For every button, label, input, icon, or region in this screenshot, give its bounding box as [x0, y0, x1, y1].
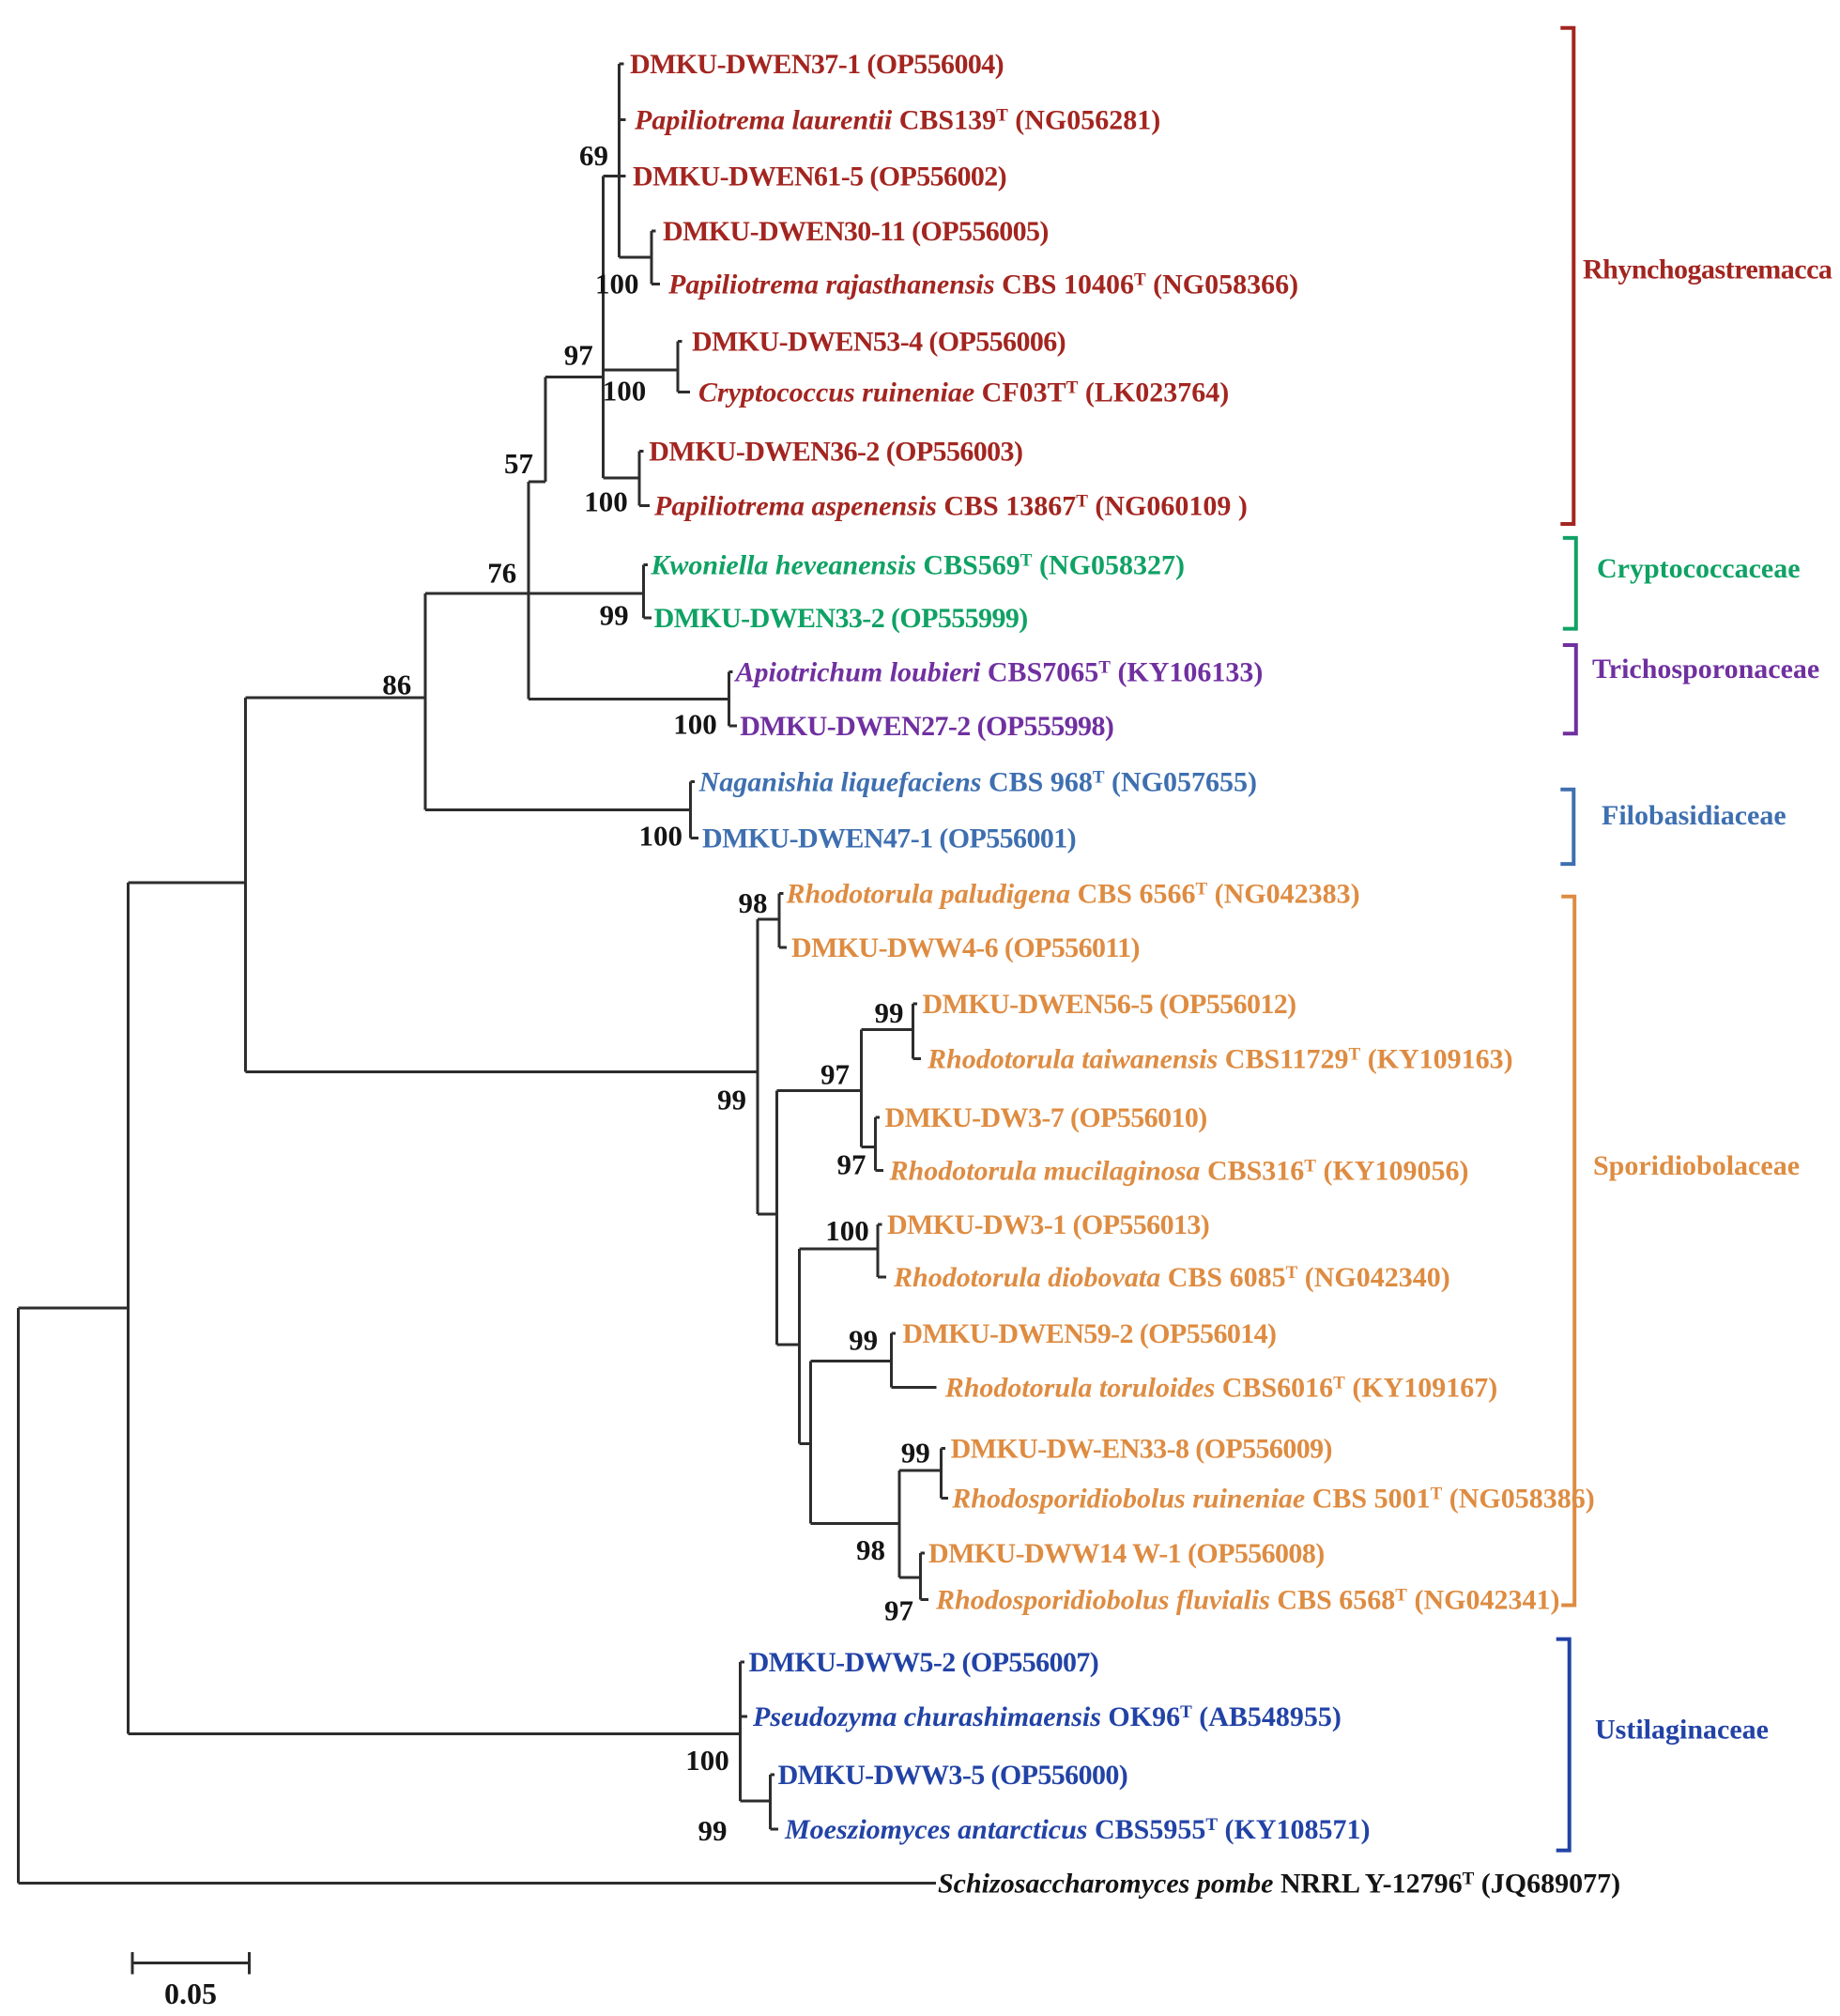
- svg-text:Papiliotrema laurentii CBS139T: Papiliotrema laurentii CBS139T (NG056281…: [634, 105, 1160, 136]
- svg-text:97: 97: [820, 1057, 850, 1090]
- svg-text:Moesziomyces antarcticus CBS59: Moesziomyces antarcticus CBS5955T (KY108…: [784, 1814, 1371, 1845]
- svg-text:DMKU-DWEN59-2 (OP556014): DMKU-DWEN59-2 (OP556014): [902, 1318, 1276, 1349]
- svg-text:100: 100: [595, 268, 639, 300]
- svg-text:100: 100: [825, 1214, 869, 1247]
- svg-text:86: 86: [382, 669, 411, 701]
- svg-text:99: 99: [717, 1083, 746, 1116]
- svg-text:DMKU-DWEN56-5 (OP556012): DMKU-DWEN56-5 (OP556012): [923, 989, 1296, 1020]
- svg-text:0.05: 0.05: [164, 1977, 217, 2010]
- svg-text:DMKU-DWW3-5 (OP556000): DMKU-DWW3-5 (OP556000): [778, 1760, 1128, 1791]
- svg-text:Rhodotorula paludigena CBS 656: Rhodotorula paludigena CBS 6566T (NG0423…: [786, 878, 1360, 909]
- svg-text:Schizosaccharomyces pombe NRRL: Schizosaccharomyces pombe NRRL Y-12796T …: [938, 1868, 1620, 1899]
- svg-text:DMKU-DWEN53-4 (OP556006): DMKU-DWEN53-4 (OP556006): [692, 326, 1066, 357]
- svg-text:Sporidiobolaceae: Sporidiobolaceae: [1593, 1150, 1800, 1181]
- svg-text:97: 97: [837, 1148, 866, 1181]
- svg-text:100: 100: [584, 485, 628, 518]
- svg-text:97: 97: [884, 1593, 913, 1626]
- svg-text:Rhodotorula mucilaginosa CBS31: Rhodotorula mucilaginosa CBS316T (KY1090…: [889, 1155, 1469, 1186]
- svg-text:Papiliotrema rajasthanensis CB: Papiliotrema rajasthanensis CBS 10406T (…: [667, 269, 1298, 300]
- svg-text:Rhodotorula diobovata CBS 6085: Rhodotorula diobovata CBS 6085T (NG04234…: [893, 1262, 1450, 1293]
- svg-text:100: 100: [639, 819, 683, 852]
- svg-text:99: 99: [698, 1814, 728, 1847]
- svg-text:DMKU-DWEN27-2 (OP555998): DMKU-DWEN27-2 (OP555998): [740, 711, 1113, 742]
- svg-text:DMKU-DWEN36-2 (OP556003): DMKU-DWEN36-2 (OP556003): [649, 436, 1022, 467]
- svg-text:Rhodotorula toruloides CBS6016: Rhodotorula toruloides CBS6016T (KY10916…: [944, 1373, 1498, 1404]
- svg-text:97: 97: [564, 339, 593, 372]
- svg-text:DMKU-DWEN33-2 (OP555999): DMKU-DWEN33-2 (OP555999): [654, 603, 1028, 634]
- svg-text:Kwoniella heveanensis CBS569T: Kwoniella heveanensis CBS569T (NG058327): [650, 550, 1185, 581]
- svg-text:DMKU-DWW5-2 (OP556007): DMKU-DWW5-2 (OP556007): [749, 1647, 1099, 1678]
- svg-text:Rhodosporidiobolus fluvialis C: Rhodosporidiobolus fluvialis CBS 6568T (…: [935, 1584, 1559, 1615]
- svg-text:100: 100: [603, 375, 647, 408]
- svg-text:57: 57: [504, 447, 533, 480]
- svg-text:DMKU-DWEN37-1 (OP556004): DMKU-DWEN37-1 (OP556004): [630, 49, 1004, 80]
- svg-text:Cryptococcaceae: Cryptococcaceae: [1597, 553, 1801, 584]
- svg-text:DMKU-DWW14 W-1 (OP556008): DMKU-DWW14 W-1 (OP556008): [928, 1538, 1325, 1569]
- svg-text:DMKU-DWEN61-5 (OP556002): DMKU-DWEN61-5 (OP556002): [633, 162, 1006, 192]
- svg-text:Filobasidiaceae: Filobasidiaceae: [1602, 800, 1786, 831]
- svg-text:DMKU-DWW4-6 (OP556011): DMKU-DWW4-6 (OP556011): [791, 932, 1140, 963]
- svg-text:DMKU-DW3-1 (OP556013): DMKU-DW3-1 (OP556013): [887, 1209, 1209, 1240]
- svg-text:DMKU-DWEN47-1 (OP556001): DMKU-DWEN47-1 (OP556001): [702, 823, 1076, 854]
- svg-text:Rhodotorula taiwanensis CBS117: Rhodotorula taiwanensis CBS11729T (KY109…: [927, 1044, 1513, 1075]
- svg-text:Cryptococcus ruineniae CF03TT: Cryptococcus ruineniae CF03TT (LK023764): [698, 377, 1229, 408]
- svg-text:Apiotrichum loubieri CBS7065T: Apiotrichum loubieri CBS7065T (KY106133): [734, 657, 1264, 688]
- svg-text:69: 69: [579, 139, 608, 172]
- svg-text:Pseudozyma churashimaensis OK9: Pseudozyma churashimaensis OK96T (AB5489…: [752, 1701, 1342, 1732]
- svg-text:Papiliotrema aspenensis CBS 13: Papiliotrema aspenensis CBS 13867T (NG06…: [653, 491, 1248, 522]
- svg-text:99: 99: [849, 1323, 878, 1356]
- svg-text:99: 99: [875, 996, 904, 1029]
- svg-text:Naganishia liquefaciens CBS 96: Naganishia liquefaciens CBS 968T (NG0576…: [698, 767, 1257, 798]
- svg-text:Rhodosporidiobolus ruineniae C: Rhodosporidiobolus ruineniae CBS 5001T (…: [951, 1484, 1594, 1515]
- svg-text:100: 100: [673, 707, 717, 740]
- svg-text:DMKU-DW3-7 (OP556010): DMKU-DW3-7 (OP556010): [885, 1102, 1207, 1133]
- svg-text:Trichosporonaceae: Trichosporonaceae: [1592, 654, 1819, 685]
- svg-text:DMKU-DWEN30-11 (OP556005): DMKU-DWEN30-11 (OP556005): [663, 216, 1049, 247]
- svg-text:Ustilaginaceae: Ustilaginaceae: [1595, 1715, 1769, 1746]
- svg-text:Rhynchogastremacca: Rhynchogastremacca: [1583, 254, 1832, 285]
- svg-text:99: 99: [901, 1437, 930, 1470]
- svg-text:100: 100: [685, 1744, 729, 1777]
- svg-text:98: 98: [856, 1533, 885, 1566]
- svg-text:99: 99: [600, 599, 629, 632]
- svg-text:98: 98: [739, 886, 768, 919]
- svg-text:DMKU-DW-EN33-8 (OP556009): DMKU-DW-EN33-8 (OP556009): [951, 1434, 1332, 1465]
- svg-text:76: 76: [487, 557, 516, 590]
